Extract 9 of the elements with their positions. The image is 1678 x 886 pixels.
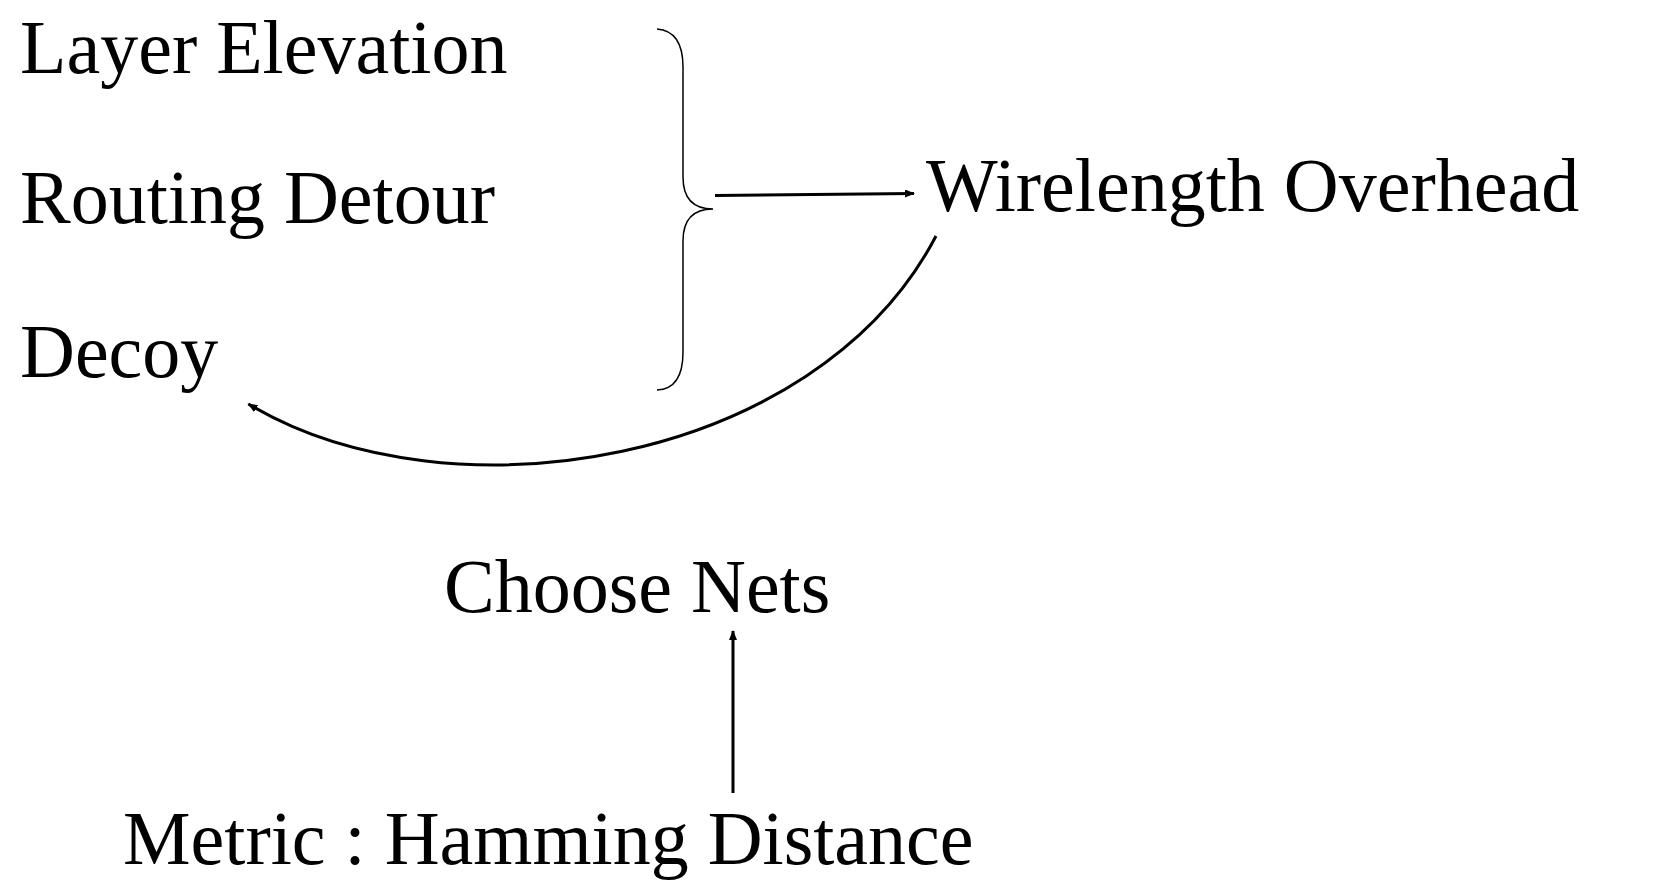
arrow: [715, 189, 915, 198]
node-text: Choose Nets: [444, 543, 831, 630]
node-text: Layer Elevation: [20, 4, 508, 91]
arrow: [247, 235, 938, 467]
arrow: [729, 630, 737, 793]
node-text: Wirelength Overhead: [926, 142, 1580, 229]
node-text: Metric : Hamming Distance: [123, 795, 974, 882]
node-text: Decoy: [20, 308, 219, 395]
node-text: Routing Detour: [20, 154, 495, 241]
